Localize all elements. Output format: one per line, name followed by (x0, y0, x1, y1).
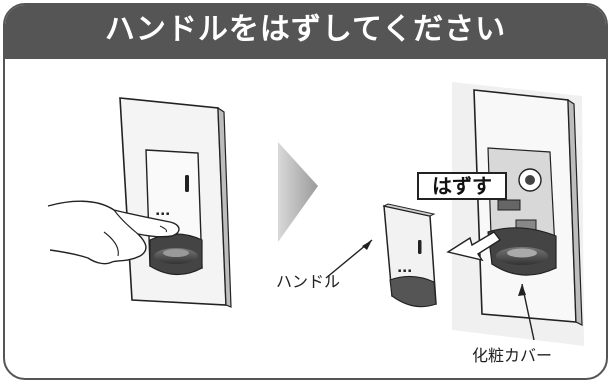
svg-text:▪ ▪ ▪: ▪ ▪ ▪ (398, 268, 411, 274)
page-title: ハンドルをはずしてください (104, 12, 507, 47)
next-step-arrow (278, 142, 318, 242)
hand (47, 200, 180, 265)
wall-switch-right (452, 82, 584, 346)
removal-arrow (446, 231, 502, 262)
wall-switch-left: ▪ ▪ ▪ (119, 97, 232, 308)
title-banner (5, 5, 606, 59)
handle-label: ハンドル (276, 272, 341, 291)
remove-callout: はずす (417, 172, 507, 200)
handle-part: ▪ ▪ ▪ (382, 203, 437, 308)
svg-text:▪ ▪ ▪: ▪ ▪ ▪ (156, 211, 169, 217)
cover-label: 化粧カバー (472, 346, 553, 365)
